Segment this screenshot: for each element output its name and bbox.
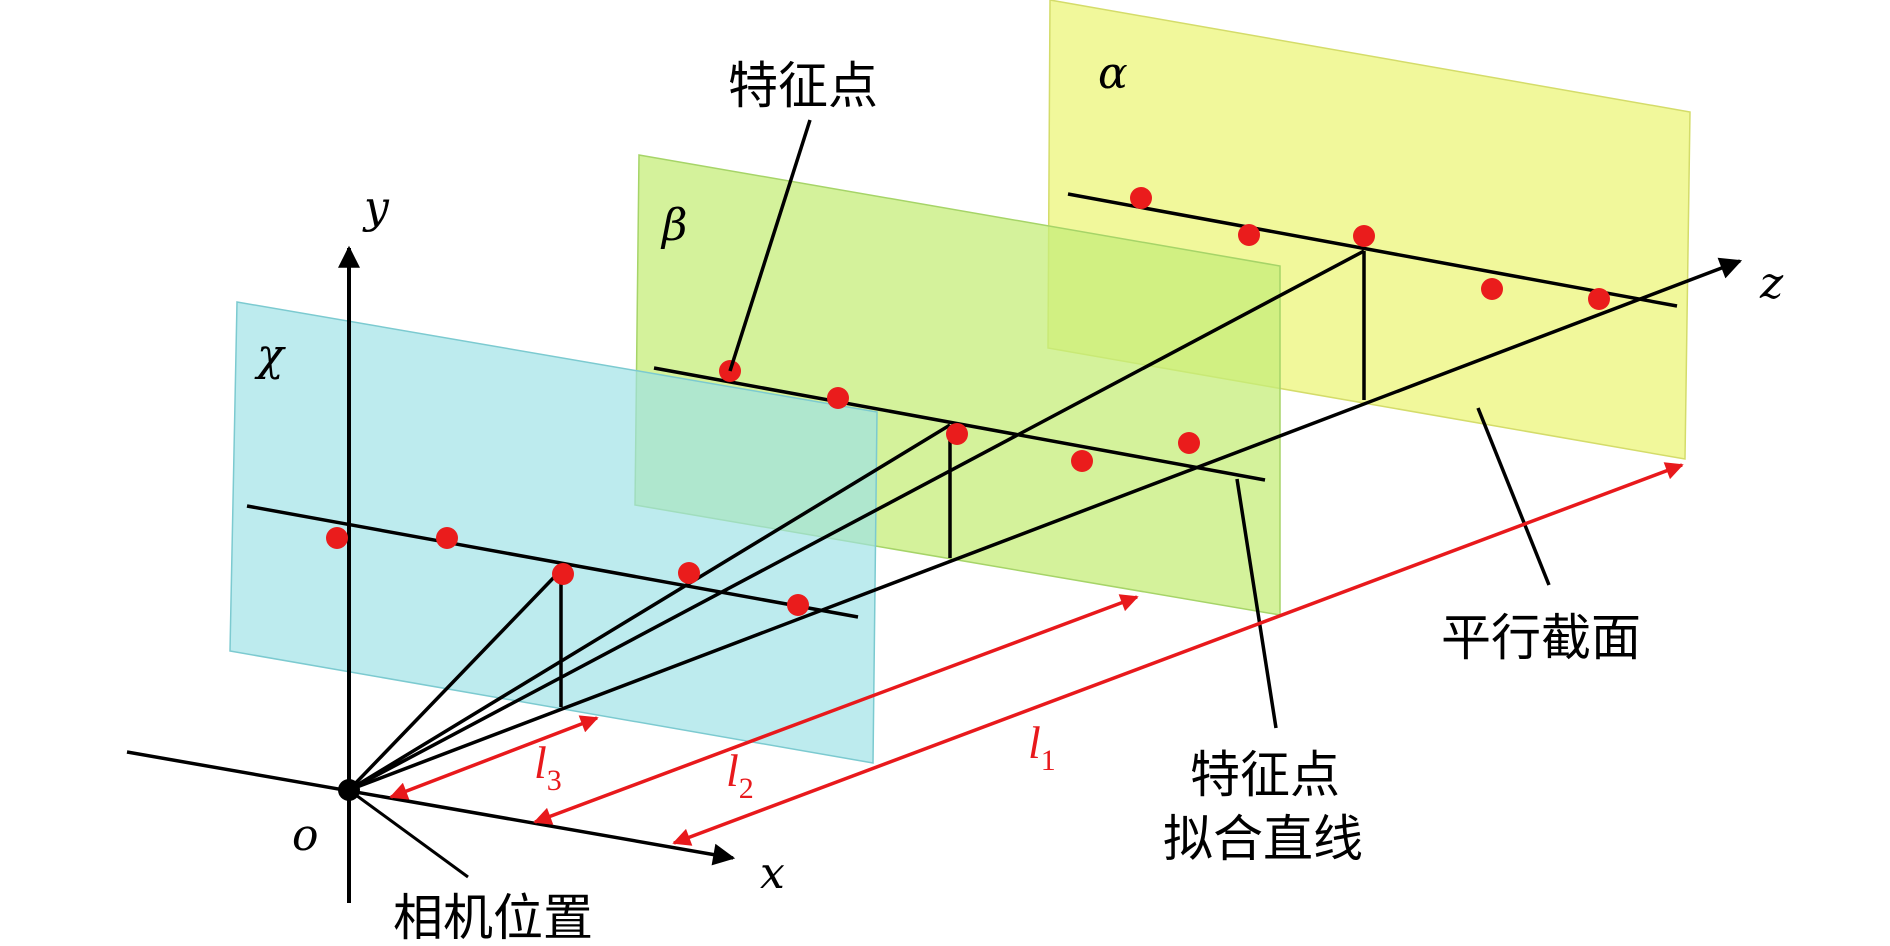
camera-leader-line <box>348 788 469 879</box>
distance-arrow-l2 <box>533 594 1139 825</box>
feature-point <box>552 563 574 585</box>
feature-point <box>1588 288 1610 310</box>
axis-label-z: z <box>1759 258 1784 309</box>
x-axis <box>126 750 736 866</box>
feature-point <box>436 527 458 549</box>
distance-label-l3: l3 <box>534 737 562 797</box>
feature-point <box>1238 224 1260 246</box>
plane-label-chi: χ <box>254 330 286 381</box>
feature-point <box>1481 278 1503 300</box>
fit-line-label-line1: 特征点 <box>1190 746 1340 804</box>
feature-point-leader <box>728 119 812 372</box>
axis-label-y: y <box>362 182 390 233</box>
axis-label-x: x <box>760 848 785 899</box>
feature-point <box>946 423 968 445</box>
camera-position-label: 相机位置 <box>393 889 593 946</box>
feature-point <box>1178 432 1200 454</box>
fit-line-label-line2: 拟合直线 <box>1163 810 1363 868</box>
axis-label-origin: o <box>292 810 319 861</box>
ray-chi <box>347 568 563 792</box>
distance-arrow-l3 <box>389 715 599 800</box>
plane-label-beta: β <box>660 200 687 251</box>
feature-points-alpha <box>1130 187 1610 310</box>
plane-label-alpha: α <box>1098 48 1128 99</box>
feature-point <box>326 527 348 549</box>
feature-point <box>678 562 700 584</box>
distance-label-l2: l2 <box>726 745 754 805</box>
distance-label-l1: l1 <box>1028 717 1056 777</box>
fit-line-alpha <box>1067 192 1678 308</box>
feature-point <box>1071 450 1093 472</box>
parallel-section-label: 平行截面 <box>1441 609 1641 667</box>
feature-point <box>827 387 849 409</box>
feature-point <box>1353 225 1375 247</box>
feature-point <box>1130 187 1152 209</box>
parallel-section-leader <box>1476 407 1551 586</box>
feature-point-label: 特征点 <box>728 57 878 115</box>
feature-point <box>787 594 809 616</box>
